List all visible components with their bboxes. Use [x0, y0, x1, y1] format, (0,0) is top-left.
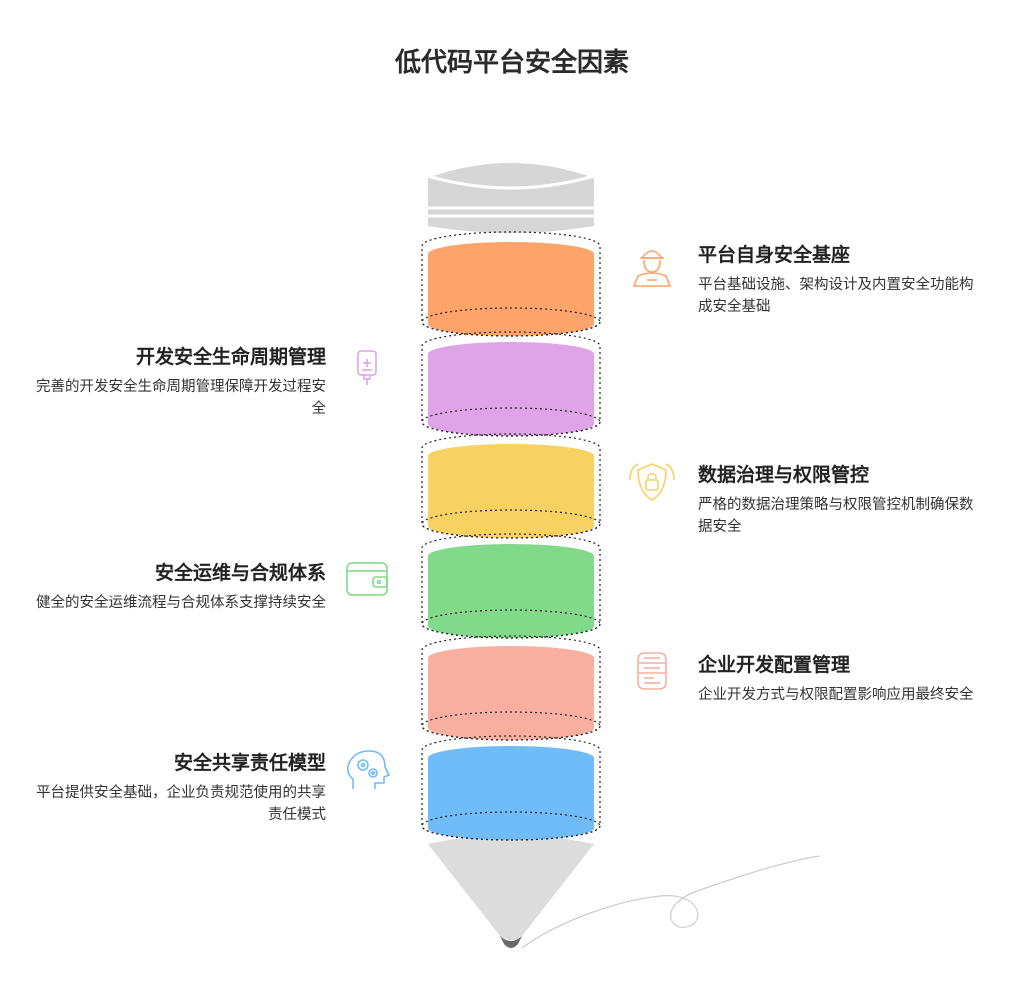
- section-desc: 严格的数据治理策略与权限管控机制确保数据安全: [698, 497, 974, 535]
- section-shared-responsibility: 安全共享责任模型 平台提供安全基础，企业负责规范使用的共享责任模式: [26, 748, 326, 826]
- iv-bag-icon: [357, 350, 377, 385]
- page-title: 低代码平台安全因素: [394, 48, 629, 78]
- pencil-eraser-cap: [427, 163, 595, 233]
- head-gears-icon: [346, 750, 391, 789]
- pencil-segment-2: [421, 331, 601, 437]
- pencil-segment-4: [421, 533, 601, 639]
- pencil-segment-5: [421, 635, 601, 741]
- section-desc: 完善的开发安全生命周期管理保障开发过程安全: [36, 379, 326, 417]
- section-desc: 平台提供安全基础，企业负责规范使用的共享责任模式: [36, 785, 326, 823]
- section-title: 企业开发配置管理: [698, 654, 851, 676]
- section-dev-lifecycle: 开发安全生命周期管理 完善的开发安全生命周期管理保障开发过程安全: [26, 342, 326, 420]
- decorative-swoosh: [521, 855, 821, 949]
- section-title: 平台自身安全基座: [698, 244, 851, 266]
- pencil-segment-3: [421, 433, 601, 539]
- section-title: 开发安全生命周期管理: [135, 346, 326, 368]
- shield-lock-icon: [629, 463, 675, 501]
- worker-icon: [632, 250, 672, 287]
- section-title: 安全共享责任模型: [173, 752, 326, 774]
- section-title: 安全运维与合规体系: [154, 562, 326, 584]
- section-desc: 健全的安全运维流程与合规体系支撑持续安全: [36, 595, 326, 611]
- section-enterprise-config: 企业开发配置管理 企业开发方式与权限配置影响应用最终安全: [698, 650, 998, 706]
- section-desc: 平台基础设施、架构设计及内置安全功能构成安全基础: [698, 277, 974, 315]
- section-ops-compliance: 安全运维与合规体系 健全的安全运维流程与合规体系支撑持续安全: [26, 558, 326, 614]
- pencil-segment-1: [421, 231, 601, 337]
- pencil-segment-6: [421, 735, 601, 841]
- wallet-icon: [346, 562, 388, 596]
- pencil-tip: [428, 835, 594, 948]
- database-icon: [637, 652, 667, 690]
- section-desc: 企业开发方式与权限配置影响应用最终安全: [698, 687, 974, 703]
- section-platform-foundation: 平台自身安全基座 平台基础设施、架构设计及内置安全功能构成安全基础: [698, 240, 998, 318]
- section-title: 数据治理与权限管控: [698, 464, 870, 486]
- section-data-governance: 数据治理与权限管控 严格的数据治理策略与权限管控机制确保数据安全: [698, 460, 998, 538]
